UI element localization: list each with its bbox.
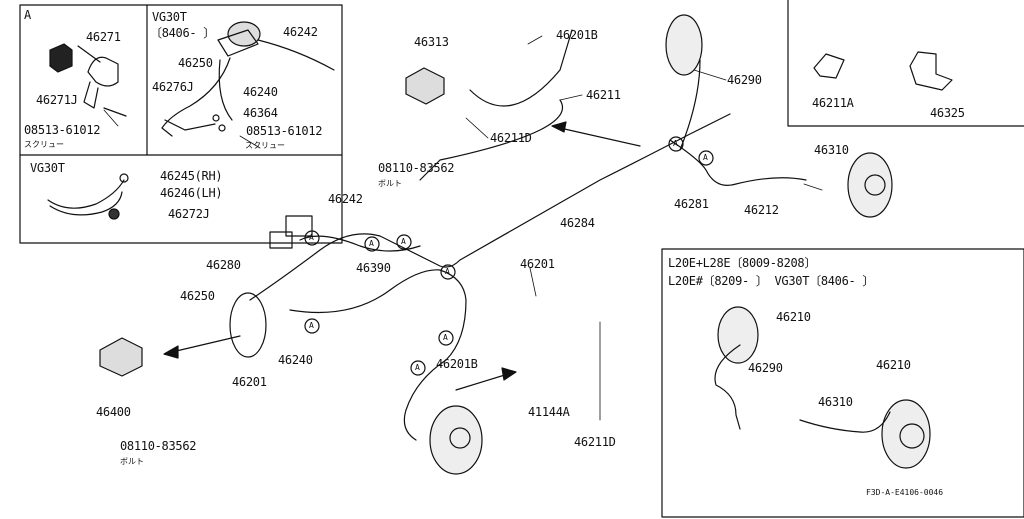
part-46325[interactable]: 46325 <box>930 106 965 120</box>
marker-a-7: A <box>443 333 448 342</box>
part-46212[interactable]: 46212 <box>744 203 779 217</box>
l20e-range-line2: L20E#〔8209- 〕 VG30T〔8406- 〕 <box>668 274 875 288</box>
part-08513-61012-a[interactable]: 08513-61012 <box>24 123 101 137</box>
part-46290[interactable]: 46290 <box>727 73 762 87</box>
leader-lines <box>103 35 823 421</box>
part-46250-inset[interactable]: 46250 <box>178 56 213 70</box>
part-46242-inset[interactable]: 46242 <box>283 25 318 39</box>
marker-a-3: A <box>309 233 314 242</box>
marker-a-circles <box>304 136 714 376</box>
marker-a-6: A <box>445 267 450 276</box>
part-46201b-top[interactable]: 46201B <box>556 28 598 42</box>
clamp-assembly <box>49 43 127 117</box>
part-46250[interactable]: 46250 <box>180 289 215 303</box>
part-08110-83562-bottom[interactable]: 08110-83562 <box>120 439 197 453</box>
marker-a-8: A <box>415 363 420 372</box>
vg30t-top-range: 〔8406- 〕 <box>150 26 215 40</box>
junction-blocks <box>99 67 445 377</box>
marker-a-9: A <box>309 321 314 330</box>
screw-kana-a: スクリュー <box>24 140 64 149</box>
part-46281[interactable]: 46281 <box>674 197 709 211</box>
part-46400[interactable]: 46400 <box>96 405 131 419</box>
marker-a-5: A <box>401 237 406 246</box>
direction-arrows <box>163 121 641 391</box>
part-46246-lh[interactable]: 46246(LH) <box>160 186 223 200</box>
figure-code: F3D-A-E4106-0046 <box>866 488 944 497</box>
brake-rotors <box>229 14 931 475</box>
part-46276j[interactable]: 46276J <box>152 80 194 94</box>
bolt-kana-bottom: ボルト <box>120 457 144 466</box>
screw-kana-vg30t: スクリュー <box>245 141 285 150</box>
part-46240-inset[interactable]: 46240 <box>243 85 278 99</box>
vg30t-brake-lines <box>47 173 129 220</box>
part-46201-left[interactable]: 46201 <box>232 375 267 389</box>
vg30t-lines-title: VG30T <box>30 161 65 175</box>
part-46280[interactable]: 46280 <box>206 258 241 272</box>
inset-frames <box>19 0 1024 518</box>
part-41144a[interactable]: 41144A <box>528 405 570 419</box>
part-46240[interactable]: 46240 <box>278 353 313 367</box>
part-46201-mid[interactable]: 46201 <box>520 257 555 271</box>
main-brake-lines <box>249 29 807 441</box>
l20e-range-line1: L20E+L28E〔8009-8208〕 <box>668 256 817 270</box>
part-46290-inset[interactable]: 46290 <box>748 361 783 375</box>
marker-a-4: A <box>369 239 374 248</box>
part-46211d-bottom[interactable]: 46211D <box>574 435 616 449</box>
part-46242[interactable]: 46242 <box>328 192 363 206</box>
inset-a-title: A <box>24 8 31 22</box>
part-08110-83562-top[interactable]: 08110-83562 <box>378 161 455 175</box>
part-46210-lower[interactable]: 46210 <box>876 358 911 372</box>
bolt-kana-top: ボルト <box>378 179 402 188</box>
part-46364[interactable]: 46364 <box>243 106 278 120</box>
marker-a-1: A <box>673 139 678 148</box>
part-46211d-top[interactable]: 46211D <box>490 131 532 145</box>
part-46245-rh[interactable]: 46245(RH) <box>160 169 223 183</box>
part-46272j[interactable]: 46272J <box>168 207 210 221</box>
part-08513-61012-vg30t[interactable]: 08513-61012 <box>246 124 323 138</box>
part-46210-upper[interactable]: 46210 <box>776 310 811 324</box>
part-46310-inset[interactable]: 46310 <box>818 395 853 409</box>
part-46271j[interactable]: 46271J <box>36 93 78 107</box>
marker-a-2: A <box>703 153 708 162</box>
bracket-parts <box>813 51 953 91</box>
part-46284[interactable]: 46284 <box>560 216 595 230</box>
part-46211a[interactable]: 46211A <box>812 96 854 110</box>
part-46271[interactable]: 46271 <box>86 30 121 44</box>
l20e-sensor-lines <box>714 344 891 433</box>
vg30t-top-title: VG30T <box>152 10 187 24</box>
part-46390[interactable]: 46390 <box>356 261 391 275</box>
part-46211[interactable]: 46211 <box>586 88 621 102</box>
part-46201b-mid[interactable]: 46201B <box>436 357 478 371</box>
part-46313[interactable]: 46313 <box>414 35 449 49</box>
vg30t-booster-assembly <box>161 21 335 137</box>
part-46310[interactable]: 46310 <box>814 143 849 157</box>
